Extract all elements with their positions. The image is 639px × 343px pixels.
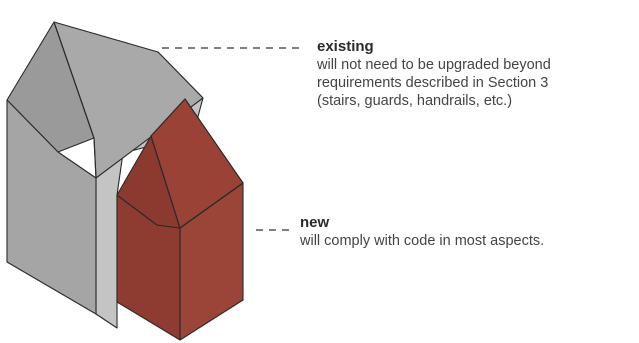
new-building (116, 98, 244, 341)
existing-front-wall (6, 99, 97, 315)
existing-ridge-line (53, 21, 95, 139)
new-annotation: new will comply with code in most aspect… (300, 214, 544, 250)
new-ridge-line (150, 135, 181, 229)
existing-desc-line-2: requirements described in Section 3 (317, 75, 549, 91)
new-title: new (300, 214, 330, 231)
existing-corner-line (93, 137, 97, 179)
existing-annotation: existing will not need to be upgraded be… (317, 38, 551, 110)
existing-desc-line-3: (stairs, guards, handrails, etc.) (317, 93, 513, 109)
new-eave-line (179, 182, 244, 229)
existing-title: existing (317, 38, 374, 55)
new-desc-line-1: will comply with code in most aspects. (300, 233, 545, 249)
existing-desc-line-1: will not need to be upgraded beyond (317, 57, 551, 73)
